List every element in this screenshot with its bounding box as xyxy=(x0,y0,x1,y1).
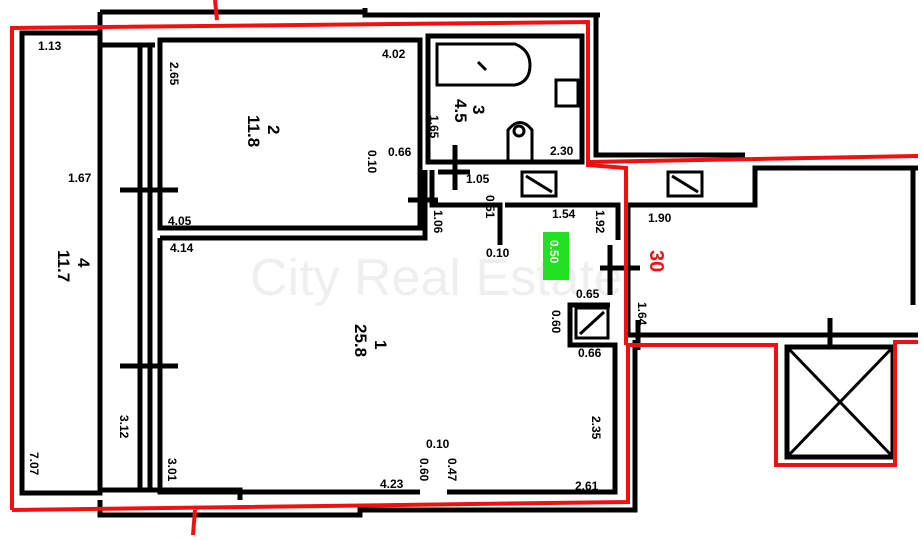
unit-boundary xyxy=(10,0,919,536)
dim: 4.02 xyxy=(382,47,406,61)
room-area: 25.8 xyxy=(351,324,370,357)
dim: 0.51 xyxy=(483,195,497,219)
dim: 2.61 xyxy=(575,479,599,493)
dim: 1.13 xyxy=(38,39,62,53)
room-3: 3 4.5 xyxy=(451,99,488,123)
dim: 3.01 xyxy=(165,458,179,482)
dim: 4.05 xyxy=(168,214,192,228)
room-area: 11.7 xyxy=(54,250,73,282)
room-number: 1 xyxy=(371,340,390,349)
dim: 0.47 xyxy=(445,458,459,482)
dim: 0.65 xyxy=(576,287,600,301)
dimensions: 1.13 4.02 2.65 1.67 0.66 0.10 4.05 4.14 … xyxy=(27,39,672,493)
dim: 1.54 xyxy=(552,207,576,221)
green-tag-label: 0.50 xyxy=(547,240,561,264)
dim: 1.64 xyxy=(635,302,649,326)
dim: 0.10 xyxy=(426,437,450,451)
dim: 4.23 xyxy=(380,477,404,491)
dim: 0.66 xyxy=(388,145,412,159)
dim: 2.65 xyxy=(167,62,181,86)
dim: 2.30 xyxy=(550,144,574,158)
room-area: 4.5 xyxy=(451,99,470,123)
dim: 1.06 xyxy=(431,210,445,234)
room-1: 1 25.8 xyxy=(351,324,390,357)
room-number: 3 xyxy=(469,105,488,114)
unit-marker: 30 xyxy=(645,250,667,272)
dim: 1.67 xyxy=(68,171,92,185)
dim: 0.66 xyxy=(578,346,602,360)
room-number: 4 xyxy=(74,258,93,268)
dim: 1.92 xyxy=(593,210,607,234)
dim: 0.60 xyxy=(417,458,431,482)
dim: 0.10 xyxy=(365,150,379,174)
room-area: 11.8 xyxy=(244,115,263,147)
dim: 7.07 xyxy=(27,452,41,476)
dim: 0.60 xyxy=(549,310,563,334)
dim: 2.35 xyxy=(589,416,603,440)
dim: 0.10 xyxy=(486,246,510,260)
dim: 1.05 xyxy=(466,172,490,186)
room-4: 4 11.7 xyxy=(54,250,93,282)
dim: 1.90 xyxy=(648,211,672,225)
dim: 3.12 xyxy=(117,415,131,439)
green-tag xyxy=(543,232,569,280)
dim: 1.65 xyxy=(427,115,441,139)
room-number: 2 xyxy=(264,125,283,134)
dim: 4.14 xyxy=(170,241,194,255)
walls xyxy=(19,8,918,518)
room-2: 2 11.8 xyxy=(244,115,283,147)
